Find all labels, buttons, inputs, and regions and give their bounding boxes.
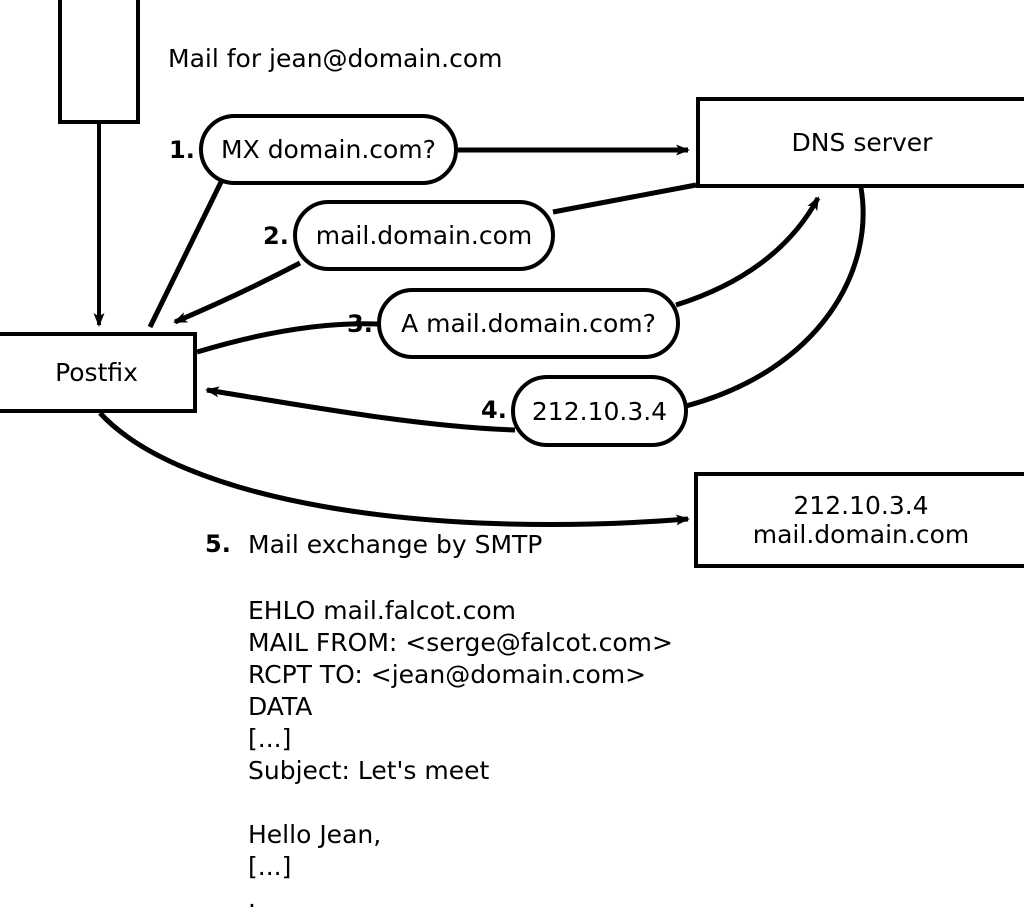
step-2-bubble-label: mail.domain.com bbox=[315, 221, 533, 250]
connector-postfix-to-step3 bbox=[196, 321, 379, 355]
step-3-bubble-label: A mail.domain.com? bbox=[401, 309, 656, 338]
mail-for-label: Mail for jean@domain.com bbox=[168, 44, 503, 73]
step-4-number: 4. bbox=[481, 396, 507, 424]
connector-step2-to-postfix bbox=[173, 260, 302, 325]
step-4-bubble-label: 212.10.3.4 bbox=[531, 396, 668, 426]
sender-node-box bbox=[58, 0, 140, 124]
step-2-bubble: mail.domain.com bbox=[293, 200, 555, 271]
connector-postfix-to-mailhost bbox=[98, 411, 690, 527]
step-4-bubble: 212.10.3.4 bbox=[511, 375, 688, 447]
mail-host-ip-label: 212.10.3.4 bbox=[793, 490, 929, 520]
step-5-number: 5. bbox=[205, 530, 231, 558]
step-1-bubble-label: MX domain.com? bbox=[221, 135, 436, 164]
connector-step4-to-postfix bbox=[205, 386, 516, 433]
mail-host-name-label: mail.domain.com bbox=[752, 520, 970, 549]
postfix-node-box: Postfix bbox=[0, 332, 197, 413]
postfix-node-label: Postfix bbox=[55, 357, 138, 387]
connector-dns-to-step2 bbox=[552, 182, 697, 215]
connector-step1-tail bbox=[147, 178, 225, 329]
step-1-number: 1. bbox=[169, 136, 195, 164]
smtp-transcript-text: EHLO mail.falcot.com MAIL FROM: <serge@f… bbox=[248, 596, 673, 913]
dns-server-node-box: DNS server bbox=[696, 97, 1024, 188]
dns-server-node-label: DNS server bbox=[791, 127, 933, 157]
connector-step3-to-dns bbox=[675, 196, 821, 308]
step-2-number: 2. bbox=[263, 222, 289, 250]
connector-dns-to-step4 bbox=[685, 187, 866, 409]
step-3-bubble: A mail.domain.com? bbox=[377, 288, 680, 359]
mail-host-node-box: 212.10.3.4 mail.domain.com bbox=[694, 472, 1024, 568]
step-1-bubble: MX domain.com? bbox=[199, 114, 458, 185]
step-3-number: 3. bbox=[347, 310, 373, 338]
step-5-label: Mail exchange by SMTP bbox=[248, 530, 543, 559]
